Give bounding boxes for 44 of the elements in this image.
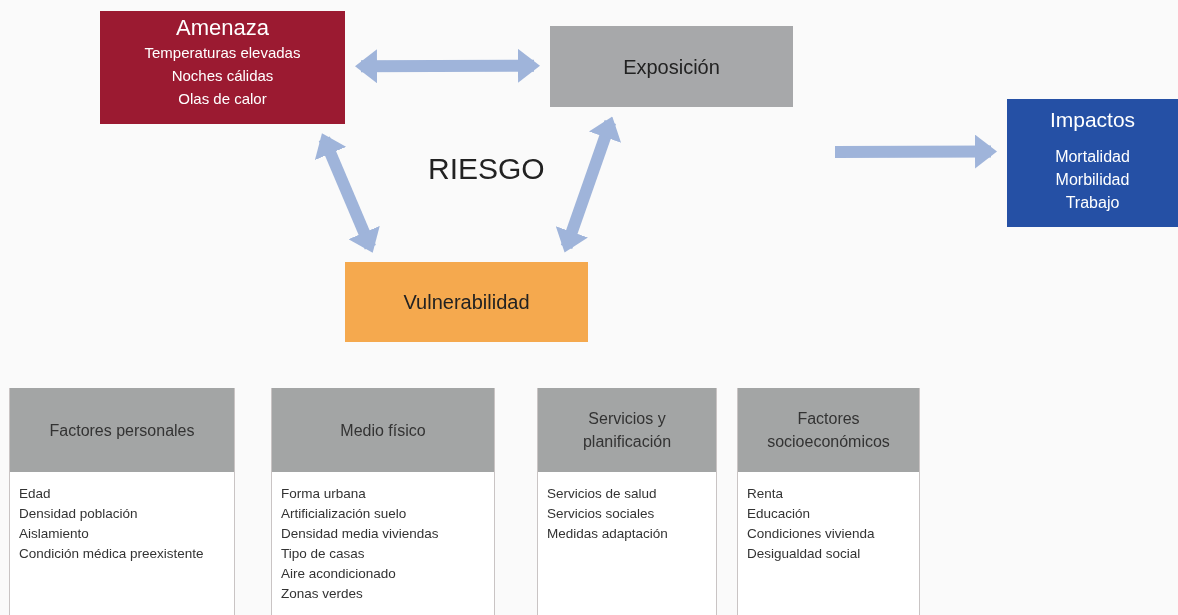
box-heading: Amenaza (176, 15, 269, 41)
list-item: Edad (19, 485, 52, 503)
list-item: Temperaturas elevadas (144, 43, 301, 63)
card-heading: Medio físico (340, 420, 426, 441)
list-item: Condición médica preexistente (19, 545, 205, 563)
list-item: Densidad población (19, 505, 139, 523)
list-item: Morbilidad (1055, 170, 1130, 190)
list-item: Noches cálidas (171, 66, 274, 86)
exposure-box (550, 26, 793, 107)
factor-card (737, 388, 920, 615)
double-arrow (355, 48, 540, 84)
double-arrow (555, 116, 622, 253)
list-item: Servicios de salud (547, 485, 658, 503)
vulnerability-box (345, 262, 588, 342)
card-heading: Servicios y planificación (581, 409, 673, 452)
list-item: Educación (747, 505, 812, 523)
hazard-box (100, 11, 345, 124)
list-item: Medidas adaptación (547, 525, 669, 543)
list-item: Servicios sociales (547, 505, 656, 523)
list-item: Aislamiento (19, 525, 90, 543)
factor-card (9, 388, 235, 615)
diagram-label: RIESGO (428, 151, 545, 187)
double-arrow (314, 133, 380, 253)
box-heading: Impactos (1049, 107, 1136, 133)
card-heading: Factores personales (49, 420, 195, 441)
factor-card (537, 388, 717, 615)
list-item: Zonas verdes (281, 585, 364, 603)
list-item: Forma urbana (281, 485, 367, 503)
list-item: Olas de calor (178, 89, 267, 109)
list-item: Artificialización suelo (281, 505, 408, 523)
list-item: Condiciones vivienda (747, 525, 876, 543)
list-item: Tipo de casas (281, 545, 366, 563)
box-label: Exposición (623, 54, 720, 80)
list-item: Aire acondicionado (281, 565, 397, 583)
list-item: Densidad media viviendas (281, 525, 440, 543)
double-arrow (834, 134, 997, 169)
card-heading: Factores socioeconómicos (766, 409, 891, 452)
list-item: Trabajo (1065, 193, 1120, 213)
impact-box (1007, 99, 1178, 227)
box-label: Vulnerabilidad (403, 290, 530, 315)
list-item: Desigualdad social (747, 545, 862, 563)
factor-card (271, 388, 495, 615)
list-item: Renta (747, 485, 785, 503)
list-item: Mortalidad (1055, 147, 1130, 167)
